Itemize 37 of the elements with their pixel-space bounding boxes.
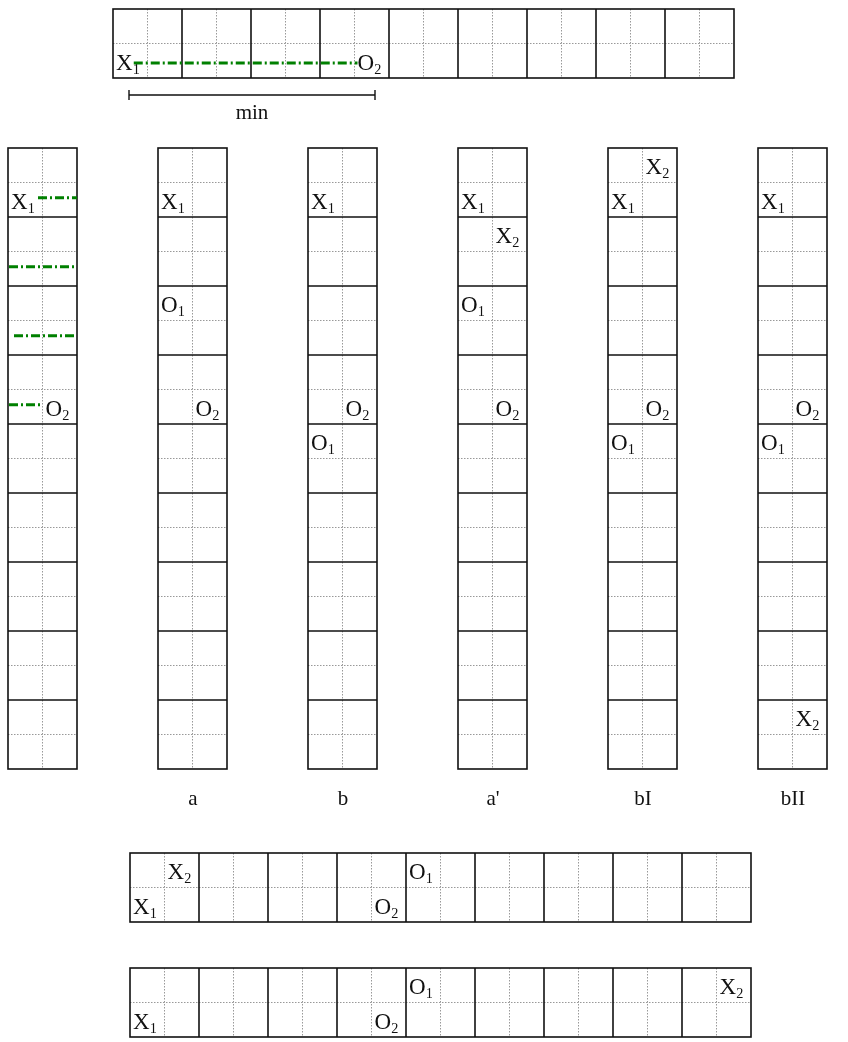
move-label: X$_{1}$ [161, 189, 185, 213]
board-caption: bII [780, 788, 806, 809]
move-label: O$_{1}$ [761, 431, 785, 454]
move-label: X$_{1}$ [611, 189, 635, 213]
move-label: X$_{1}$ [133, 1009, 157, 1033]
move-label: O$_{1}$ [409, 975, 433, 998]
move-label: X$_{2}$ [719, 975, 744, 998]
move-label: O$_{1}$ [409, 860, 433, 883]
move-label: O$_{1}$ [161, 293, 185, 316]
move-label: X$_{1}$ [116, 50, 140, 74]
move-label: O$_{1}$ [611, 431, 635, 454]
move-label: X$_{1}$ [311, 189, 335, 213]
move-label: X$_{1}$ [461, 189, 485, 213]
move-label: O$_{2}$ [495, 396, 520, 420]
move-label: X$_{2}$ [495, 224, 520, 247]
move-label: X$_{1}$ [11, 189, 35, 213]
board-caption: b [337, 788, 349, 809]
dash-dot-line [133, 61, 358, 65]
move-label: X$_{2}$ [795, 707, 820, 730]
board-caption: bI [634, 788, 652, 809]
board-caption: a' [486, 788, 500, 809]
move-label: O$_{2}$ [645, 396, 670, 420]
move-label: X$_{2}$ [645, 155, 670, 178]
move-label: O$_{2}$ [195, 396, 220, 420]
move-label: O$_{1}$ [311, 431, 335, 454]
move-label: O$_{2}$ [795, 396, 820, 420]
move-label: O$_{1}$ [461, 293, 485, 316]
move-label: X$_{2}$ [167, 860, 192, 883]
move-label: X$_{1}$ [761, 189, 785, 213]
move-label: X$_{1}$ [133, 894, 157, 918]
move-label: O$_{2}$ [45, 396, 70, 420]
move-label: O$_{2}$ [345, 396, 370, 420]
board-caption: a [188, 788, 198, 809]
move-label: O$_{2}$ [357, 50, 382, 74]
dimension-label: min [235, 102, 269, 123]
move-label: O$_{2}$ [374, 1009, 399, 1033]
move-label: O$_{2}$ [374, 894, 399, 918]
